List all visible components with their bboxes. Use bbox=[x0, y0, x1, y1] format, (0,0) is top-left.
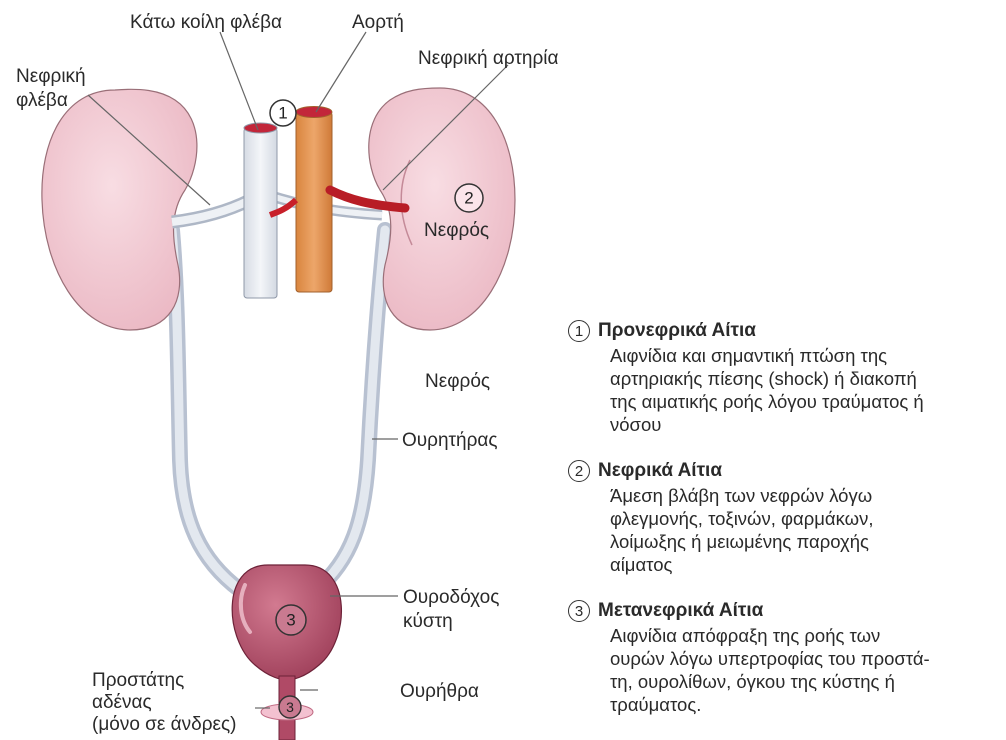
legend-number-badge: 2 bbox=[568, 460, 590, 482]
legend-title: Νεφρικά Αίτια bbox=[598, 460, 722, 482]
label-kidney-outer: Νεφρός bbox=[425, 371, 490, 392]
label-renal-artery: Νεφρική αρτηρία bbox=[418, 48, 559, 69]
label-line: Ουροδόχος bbox=[403, 587, 499, 608]
label-urethra: Ουρήθρα bbox=[400, 681, 479, 702]
label-bladder: Ουροδόχος κύστη bbox=[403, 587, 499, 632]
legend-number-badge: 1 bbox=[568, 320, 590, 342]
legend-description: Αιφνίδια και σημαντική πτώση της αρτηρια… bbox=[610, 344, 998, 436]
legend-description: Άμεση βλάβη των νεφρών λόγω φλεγμονής, τ… bbox=[610, 484, 998, 576]
svg-text:3: 3 bbox=[286, 611, 295, 630]
label-line: κύστη bbox=[403, 611, 453, 632]
label-ureter: Ουρητήρας bbox=[402, 430, 498, 451]
legend-title: Προνεφρικά Αίτια bbox=[598, 320, 756, 342]
label-ivc: Κάτω κοίλη φλέβα bbox=[130, 12, 282, 33]
marker-1: 1 bbox=[270, 100, 296, 126]
label-line: Προστάτης bbox=[92, 670, 184, 691]
svg-text:2: 2 bbox=[464, 189, 473, 208]
label-line: (μόνο σε άνδρες) bbox=[92, 714, 237, 735]
marker-3-bladder: 3 bbox=[276, 605, 306, 635]
svg-text:3: 3 bbox=[286, 699, 294, 715]
marker-2: 2 bbox=[455, 184, 483, 212]
svg-text:1: 1 bbox=[278, 104, 287, 123]
left-kidney bbox=[42, 89, 197, 330]
legend-number-badge: 3 bbox=[568, 600, 590, 622]
legend-heading: 1 Προνεφρικά Αίτια bbox=[568, 318, 998, 344]
legend-heading: 3 Μετανεφρικά Αίτια bbox=[568, 598, 998, 624]
legend-description: Αιφνίδια απόφραξη της ροής των ουρών λόγ… bbox=[610, 624, 998, 716]
label-aorta: Αορτή bbox=[352, 12, 404, 33]
label-line: αδένας bbox=[92, 692, 152, 713]
marker-3-prostate: 3 bbox=[279, 696, 301, 718]
label-line: φλέβα bbox=[16, 90, 68, 111]
legend-heading: 2 Νεφρικά Αίτια bbox=[568, 458, 998, 484]
aorta bbox=[296, 112, 332, 292]
label-line: Νεφρική bbox=[16, 66, 86, 87]
legend-title: Μετανεφρικά Αίτια bbox=[598, 600, 763, 622]
label-kidney-inner: Νεφρός bbox=[424, 220, 489, 241]
